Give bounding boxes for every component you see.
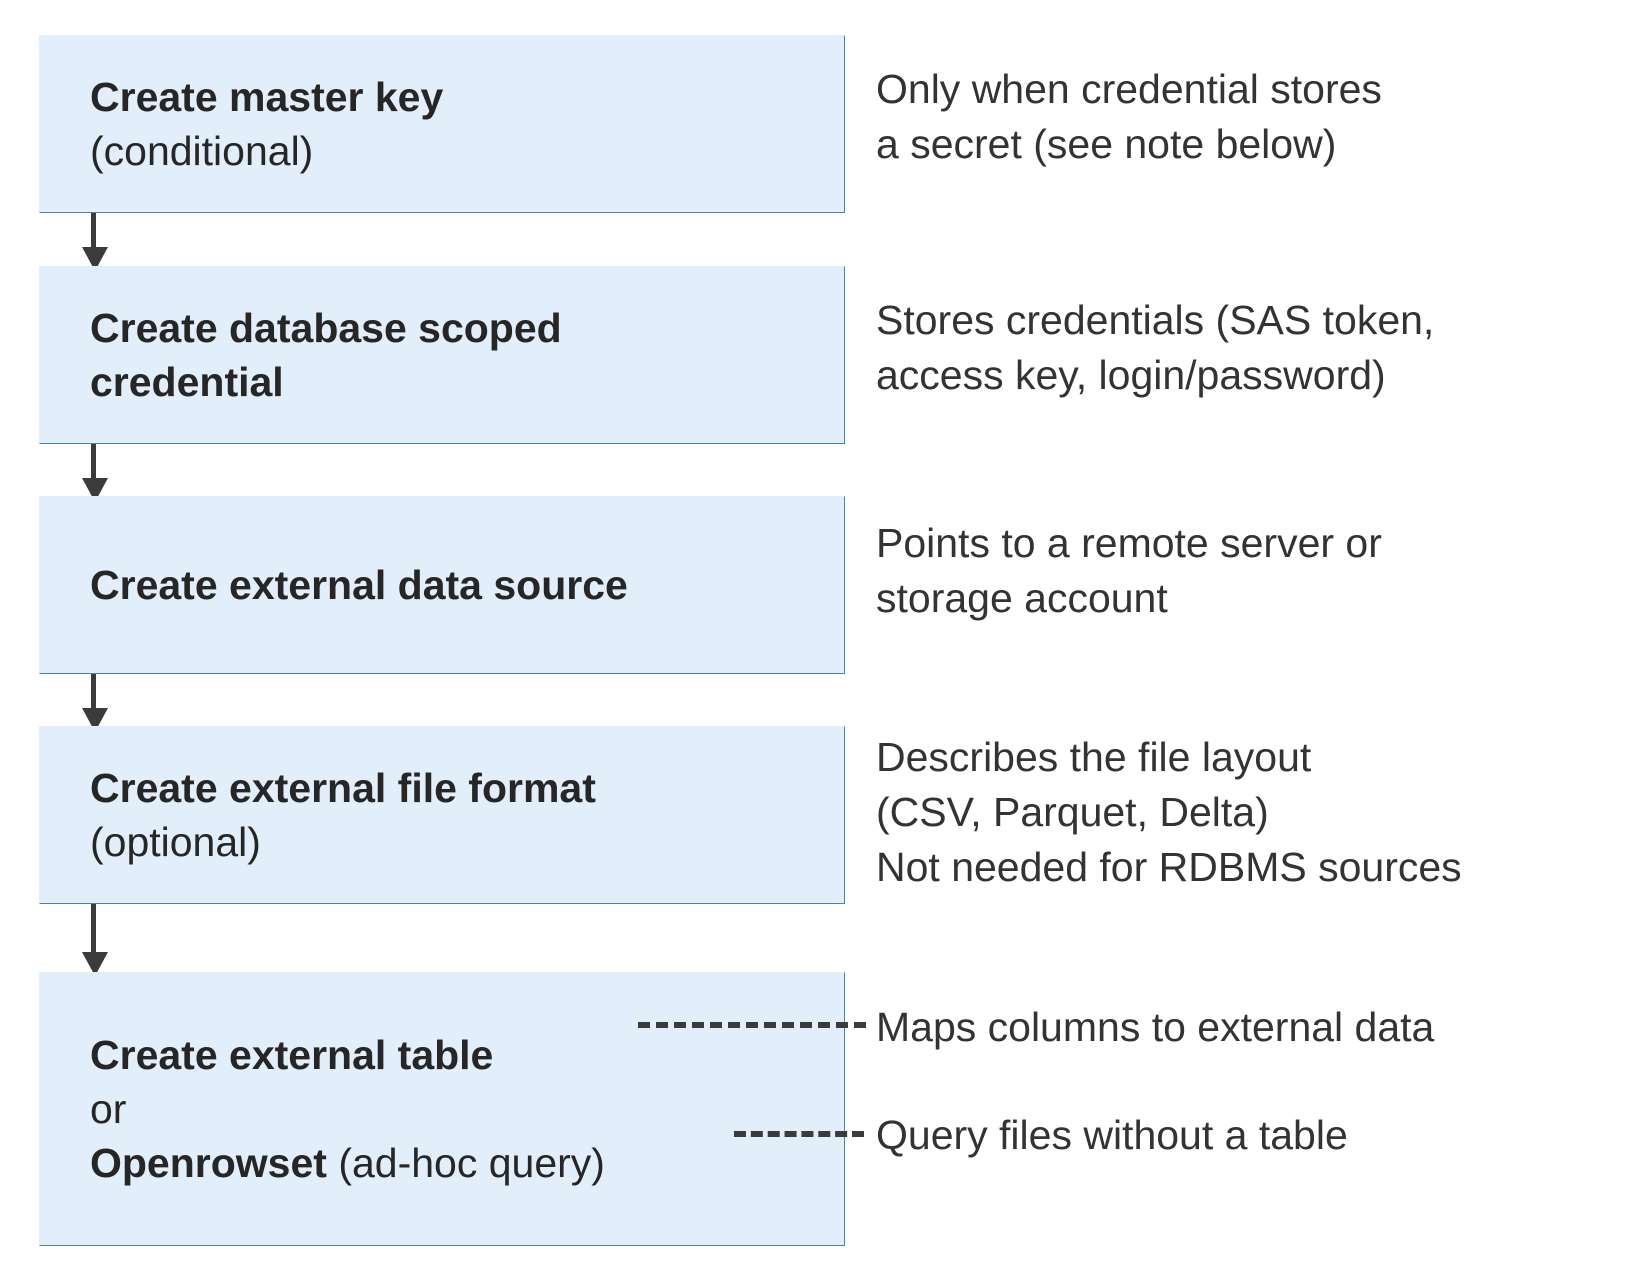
step-title-openrowset-row: Openrowset (ad-hoc query) — [40, 1136, 844, 1190]
step-box-master-key: Create master key (conditional) — [39, 35, 845, 213]
note-openrowset-line-1: Query files without a table — [876, 1112, 1348, 1158]
arrow-shaft — [91, 213, 96, 249]
step-separator-or: or — [90, 1085, 127, 1132]
step-box-scoped-credential: Create database scoped credential — [39, 266, 845, 444]
arrow-down-icon-2 — [82, 444, 108, 504]
arrow-down-icon-1 — [82, 213, 108, 273]
note-external-table-line-1: Maps columns to external data — [876, 1004, 1435, 1050]
arrow-down-icon-3 — [82, 674, 108, 734]
note-external-table: Maps columns to external data — [876, 1000, 1434, 1055]
dashed-connector-external-table — [638, 1022, 866, 1028]
step-title-external-table: Create external table — [90, 1031, 494, 1078]
step-box-external-data-source: Create external data source — [39, 496, 845, 674]
note-master-key-line-2: a secret (see note below) — [876, 120, 1337, 167]
step-qualifier-master-key: (conditional) — [90, 128, 314, 174]
note-external-file-format: Describes the file layout (CSV, Parquet,… — [876, 730, 1462, 895]
note-scoped-credential: Stores credentials (SAS token, access ke… — [876, 293, 1434, 403]
note-master-key-line-1: Only when credential stores — [876, 66, 1382, 112]
note-external-data-source: Points to a remote server or storage acc… — [876, 516, 1382, 626]
step-title-scoped-credential-line-2: credential — [90, 359, 284, 405]
step-title-openrowset: Openrowset — [90, 1140, 327, 1187]
arrow-shaft — [91, 904, 96, 954]
arrow-shaft — [91, 444, 96, 480]
note-master-key: Only when credential stores a secret (se… — [876, 62, 1382, 172]
step-box-external-table-or-openrowset: Create external table or Openrowset (ad-… — [39, 972, 845, 1246]
step-title-external-file-format: Create external file format — [90, 764, 596, 811]
step-title-external-data-source: Create external data source — [90, 561, 628, 608]
note-external-data-source-line-2: storage account — [876, 574, 1168, 621]
dashed-connector-openrowset — [734, 1131, 864, 1137]
note-external-file-format-line-3: Not needed for RDBMS sources — [876, 843, 1462, 890]
arrow-down-icon-4 — [82, 904, 108, 980]
note-scoped-credential-line-2: access key, login/password) — [876, 351, 1386, 398]
step-qualifier-external-file-format: (optional) — [90, 819, 261, 865]
note-external-data-source-line-1: Points to a remote server or — [876, 520, 1382, 566]
arrow-shaft — [91, 674, 96, 710]
note-scoped-credential-line-1: Stores credentials (SAS token, — [876, 297, 1435, 343]
note-external-file-format-line-1: Describes the file layout — [876, 734, 1312, 780]
step-qualifier-openrowset: (ad-hoc query) — [338, 1140, 605, 1187]
note-external-file-format-line-2: (CSV, Parquet, Delta) — [876, 788, 1269, 835]
note-openrowset: Query files without a table — [876, 1108, 1348, 1163]
step-title-scoped-credential-line-1: Create database scoped — [90, 304, 562, 351]
step-title-master-key: Create master key — [90, 73, 444, 120]
step-box-external-file-format: Create external file format (optional) — [39, 726, 845, 904]
